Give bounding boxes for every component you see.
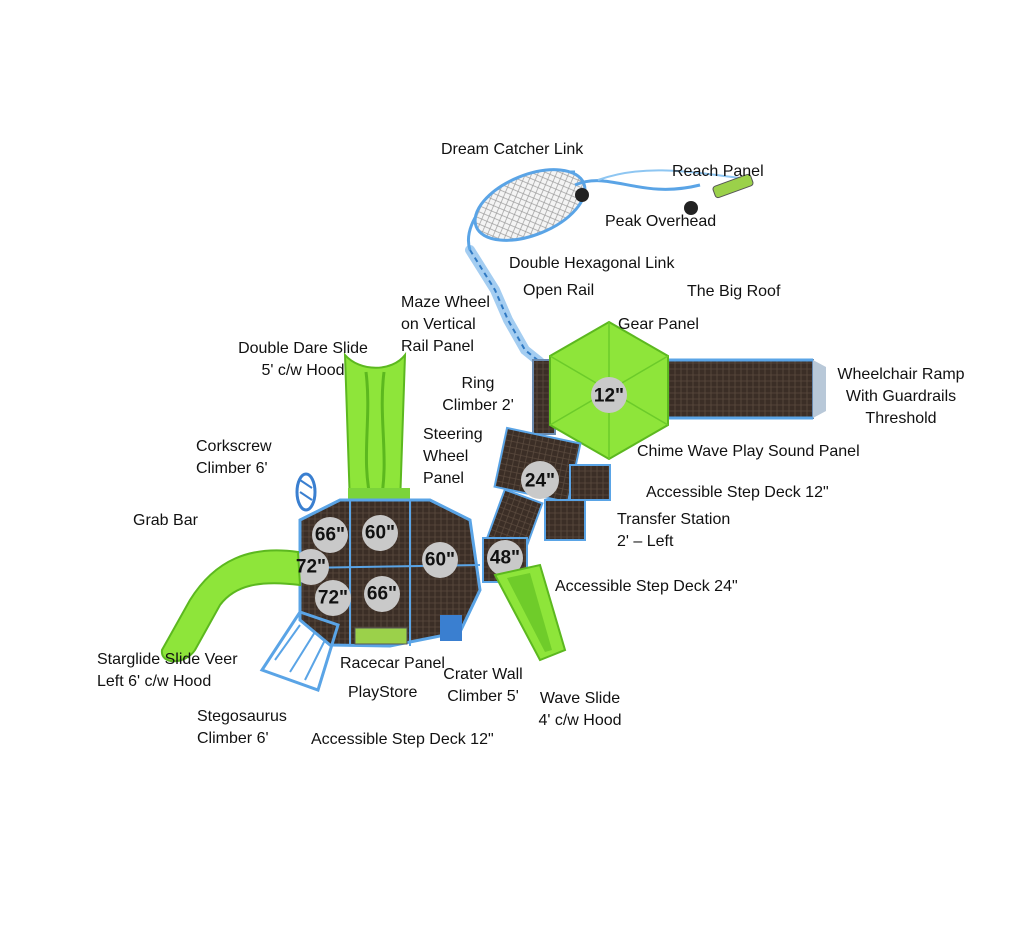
double-hexagonal-link	[465, 245, 545, 367]
label-playstore: PlayStore	[348, 684, 418, 701]
label-starglide-slide: Starglide Slide Veer Left 6' c/w Hood	[97, 651, 238, 690]
racecar-panel	[354, 627, 408, 645]
label-accessible-step-deck-12-bottom: Accessible Step Deck 12"	[311, 731, 494, 748]
deck-label-60-top: 60"	[365, 523, 395, 544]
starglide-slide	[160, 549, 302, 663]
label-open-rail: Open Rail	[523, 282, 595, 299]
reach-panel-icon	[712, 173, 754, 199]
label-gear-panel: Gear Panel	[618, 316, 699, 333]
deck-label-24: 24"	[525, 471, 555, 492]
label-corkscrew-climber: Corkscrew Climber 6'	[196, 438, 272, 477]
deck-label-48: 48"	[490, 548, 520, 569]
wave-slide	[493, 563, 567, 662]
label-ring-climber: Ring Climber 2'	[442, 375, 514, 414]
label-reach-panel: Reach Panel	[672, 163, 764, 180]
step-decks	[485, 426, 611, 554]
deck-circle-72-left	[293, 549, 329, 585]
deck-label-66-top: 66"	[315, 525, 345, 546]
deck-circle-72-bottom	[315, 580, 351, 616]
label-chime-wave: Chime Wave Play Sound Panel	[637, 443, 860, 460]
label-wheelchair-ramp: Wheelchair Ramp With Guardrails Threshol…	[837, 366, 965, 427]
corkscrew-climber	[295, 472, 317, 512]
deck-circle-48	[487, 540, 523, 576]
deck-circle-66-top	[312, 517, 348, 553]
deck-label-72-left: 72"	[296, 557, 326, 578]
deck-label-72-bottom: 72"	[318, 588, 348, 609]
label-accessible-step-deck-24: Accessible Step Deck 24"	[555, 578, 738, 595]
deck-circle-roof	[591, 377, 627, 413]
label-peak-overhead: Peak Overhead	[605, 213, 717, 230]
label-double-dare-slide: Double Dare Slide 5' c/w Hood	[238, 340, 368, 379]
deck-label-66-bottom: 66"	[367, 584, 397, 605]
deck-circle-24	[521, 461, 559, 499]
deck-circle-60-top	[362, 515, 398, 551]
crater-wall	[440, 615, 462, 641]
label-stegosaurus-climber: Stegosaurus Climber 6'	[197, 708, 287, 747]
label-maze-wheel: Maze Wheel on Vertical Rail Panel	[401, 294, 490, 355]
label-wave-slide: Wave Slide 4' c/w Hood	[538, 690, 622, 729]
wheelchair-ramp	[664, 358, 826, 420]
peak-overhead-icon	[575, 188, 698, 215]
label-transfer-station: Transfer Station 2' – Left	[617, 511, 731, 550]
label-racecar-panel: Racecar Panel	[340, 655, 445, 672]
stegosaurus-climber	[259, 610, 340, 692]
label-steering-wheel-panel: Steering Wheel Panel	[423, 426, 483, 487]
label-accessible-step-deck-12-right: Accessible Step Deck 12"	[646, 484, 829, 501]
deck-label-60-right: 60"	[425, 550, 455, 571]
label-dream-catcher-link: Dream Catcher Link	[441, 141, 584, 158]
label-the-big-roof: The Big Roof	[687, 283, 781, 300]
dream-catcher-link	[467, 168, 741, 251]
label-grab-bar: Grab Bar	[133, 512, 198, 529]
label-crater-wall: Crater Wall Climber 5'	[443, 666, 523, 705]
label-double-hexagonal-link: Double Hexagonal Link	[509, 255, 675, 272]
deck-circle-60-right	[422, 542, 458, 578]
deck-label-roof: 12"	[594, 386, 624, 407]
deck-circle-66-bottom	[364, 576, 400, 612]
